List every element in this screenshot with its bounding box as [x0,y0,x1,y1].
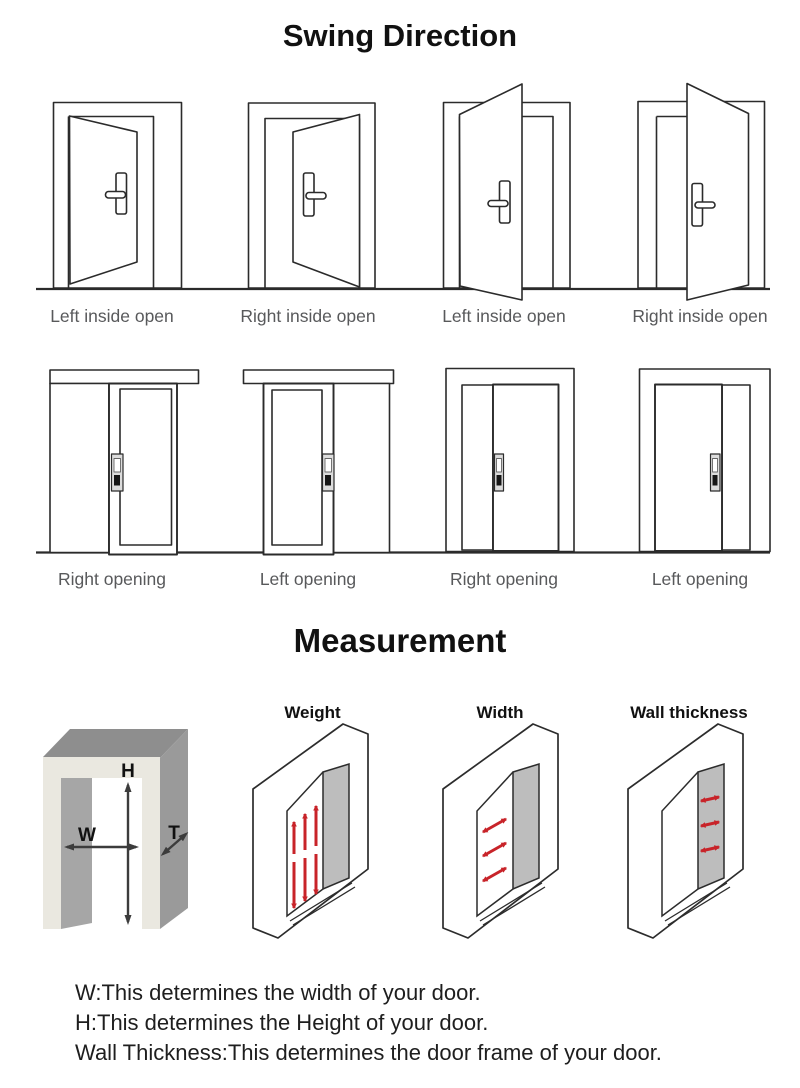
door-left-outside-swing [442,83,571,301]
side-panel [461,384,494,551]
dimension-frame-diagram: H W T [43,729,189,929]
measurement-diagrams: H W T [43,723,744,939]
door-leaf [68,115,138,285]
sliding-door-right-opening [49,369,200,556]
width-dim-label: W [78,825,96,846]
horizontal-arrows-icon [482,817,507,883]
height-dim-label: H [121,761,135,782]
track-bar [49,369,200,385]
door-handle-icon [691,182,716,227]
wall-panel [49,382,110,554]
thickness-arrows-icon [699,795,721,853]
wall-thickness-diagram-label: Wall thickness [630,703,748,722]
swing-direction-title: Swing Direction [282,18,518,53]
frame-front-face [43,757,160,929]
hinged-doors-diagram [36,82,770,301]
note-height: H:This determines the Height of your doo… [75,1010,489,1035]
caption-slider-3: Right opening [450,569,558,589]
caption-door-1: Left inside open [50,306,174,326]
caption-slider-4: Left opening [651,569,749,589]
lock-icon [110,453,124,492]
width-diagram [442,723,559,939]
caption-slider-1: Right opening [58,569,166,589]
vertical-arrows-icon [291,804,319,910]
sliding-door-captions: Right opening Left opening Right opening… [14,569,798,590]
weight-diagram [252,723,369,939]
track-bar [242,369,395,385]
thickness-arrow-icon [160,832,189,856]
door-leaf [458,83,523,301]
door-leaf [292,113,361,288]
caption-door-2: Right inside open [240,306,376,326]
wall-panel [332,382,391,554]
caption-slider-2: Left opening [259,569,357,589]
note-wall-thickness: Wall Thickness:This determines the door … [75,1040,662,1065]
door-right-outside-swing [637,82,766,301]
frame-inner-jamb [61,778,92,929]
note-width: W:This determines the width of your door… [75,980,481,1005]
lock-icon [321,453,335,492]
frame-top-face [43,729,188,758]
measurement-title: Measurement [293,622,507,659]
lock-icon [493,453,505,492]
caption-door-4: Right inside open [632,306,768,326]
frame-side-face [160,729,188,929]
weight-diagram-label: Weight [284,703,341,722]
sliding-doors-diagram [36,367,771,556]
framed-slider-right-opening [445,367,575,553]
caption-door-3: Left inside open [442,306,566,326]
door-handle-icon [302,172,327,217]
lock-icon [709,453,721,492]
door-handle-icon [487,180,511,224]
measurement-notes: W:This determines the width of your door… [75,978,662,1068]
sliding-door-left-opening [242,369,395,556]
door-left-inside-open [52,101,183,289]
wall-thickness-diagram [627,723,744,939]
side-panel [721,384,751,551]
framed-slider-left-opening [638,368,771,553]
hinged-door-captions: Left inside open Right inside open Left … [14,306,798,327]
thickness-dim-label: T [168,823,180,844]
door-leaf [686,82,750,301]
door-handle-icon [104,172,128,215]
width-diagram-label: Width [476,703,524,722]
door-right-inside-open [247,102,376,289]
